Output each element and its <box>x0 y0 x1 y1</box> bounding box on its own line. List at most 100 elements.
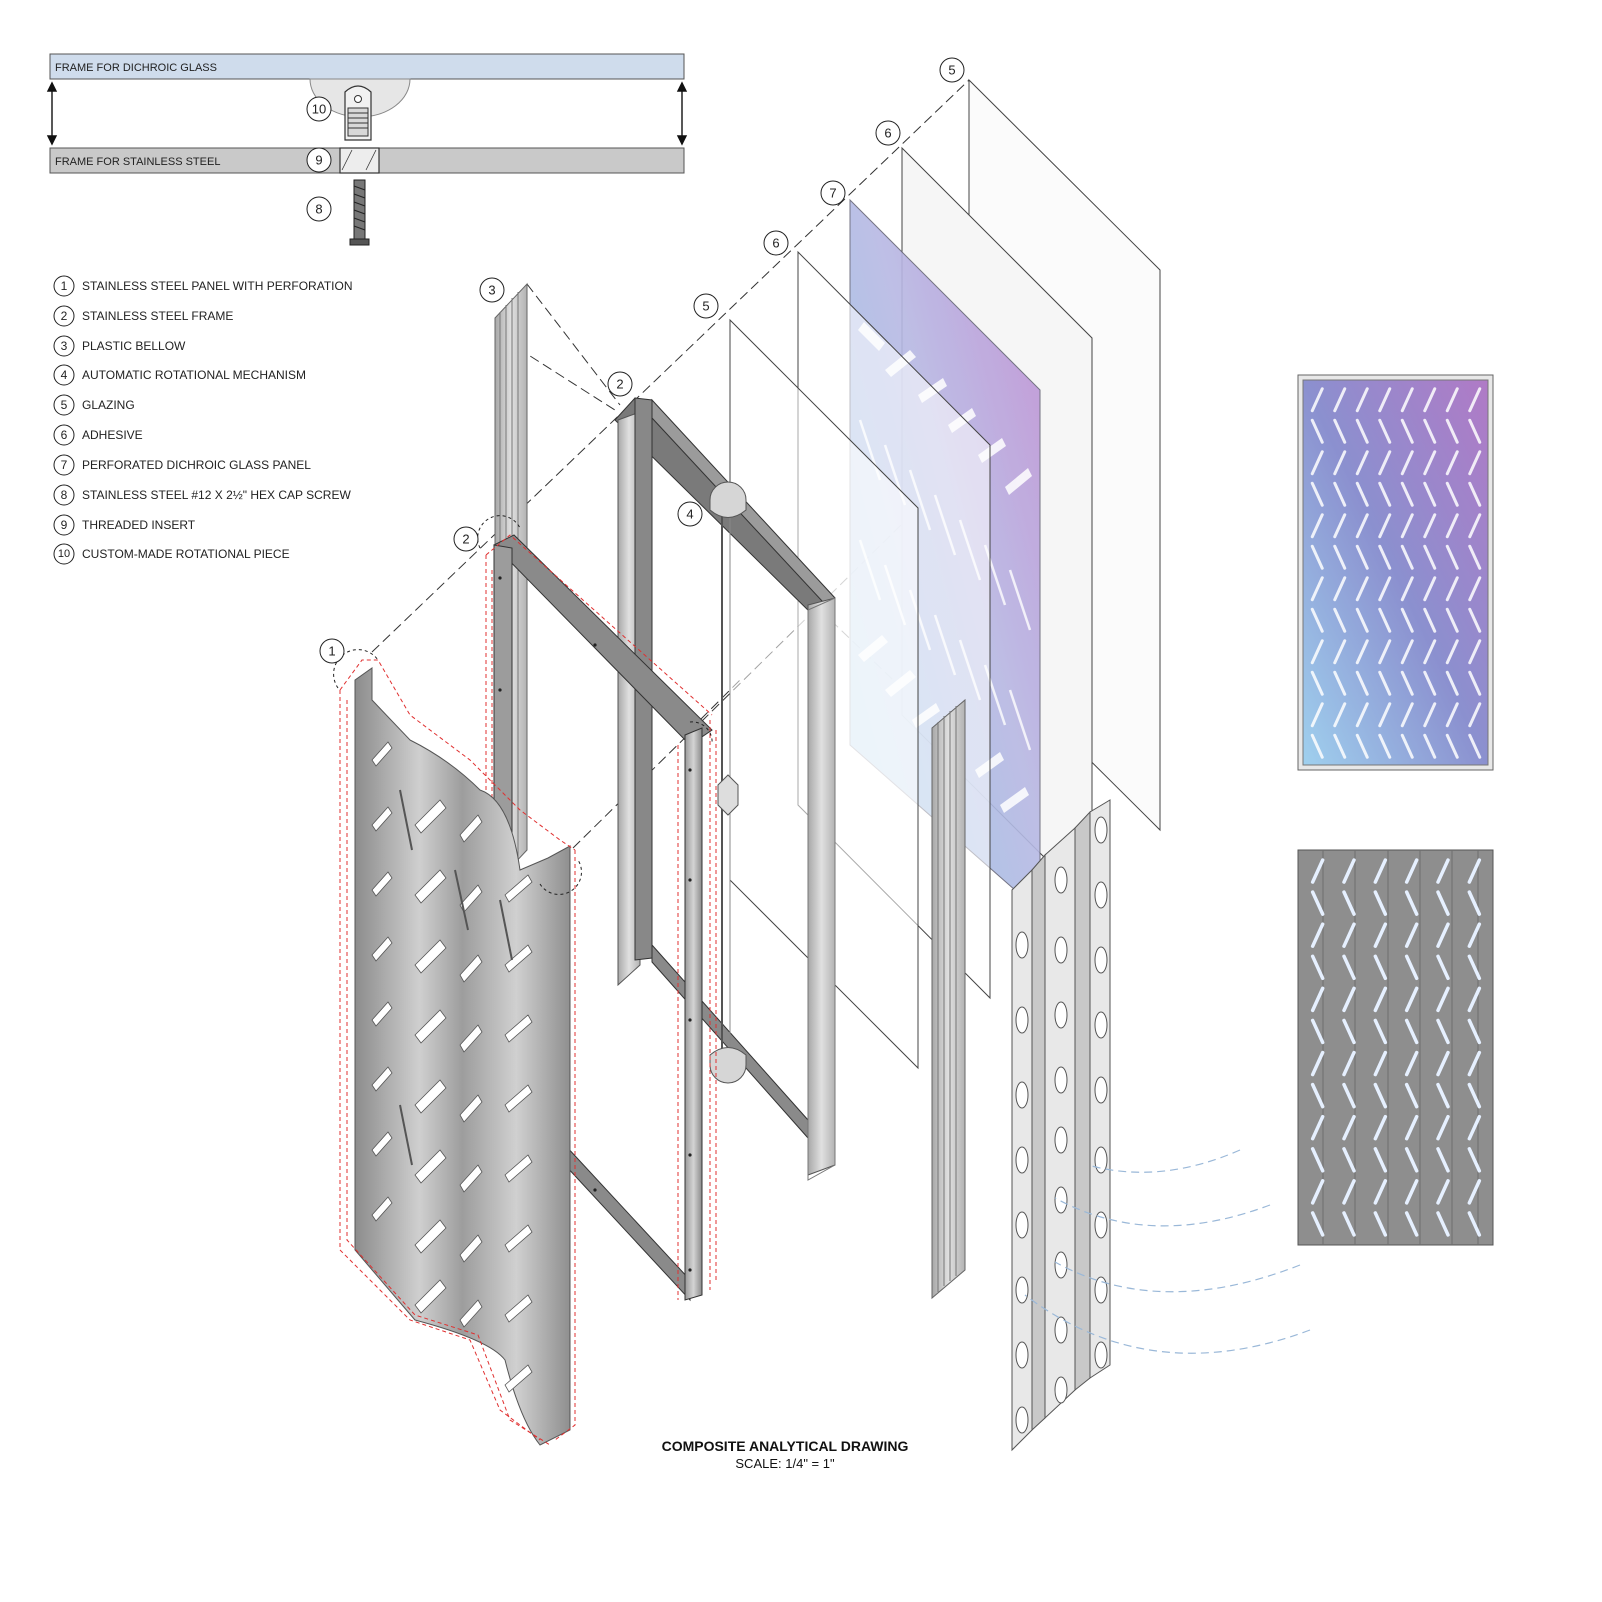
steel-perforation-slot <box>1436 858 1450 884</box>
svg-text:3: 3 <box>61 339 68 353</box>
svg-text:GLAZING: GLAZING <box>82 398 135 412</box>
steel-perforation-slot <box>1342 858 1356 884</box>
steel-perforation-slot <box>1342 954 1356 981</box>
steel-perforation-slot <box>1342 1082 1356 1109</box>
callout-adhesive-front: 6 <box>763 230 789 256</box>
callout-rotation-mechanism: 4 <box>677 501 703 527</box>
dichroic-perforation-slot <box>1468 670 1482 696</box>
steel-perforation-slot <box>1373 954 1388 981</box>
dichroic-perforation-slot <box>1310 733 1324 759</box>
dichroic-perforation-slot <box>1333 607 1347 633</box>
steel-perforation-slot <box>1310 858 1325 884</box>
steel-perforation-slot <box>1436 1082 1450 1109</box>
dichroic-perforation-slot <box>1468 639 1482 665</box>
callout-frame-rear: 2 <box>607 371 633 397</box>
steel-perforation-slot <box>1404 986 1419 1013</box>
dichroic-perforation-slot <box>1468 513 1482 539</box>
svg-text:4: 4 <box>686 507 693 522</box>
callout-adhesive-back: 6 <box>875 120 901 146</box>
steel-perforation-slot <box>1467 1050 1482 1077</box>
dichroic-perforation-slot <box>1445 387 1459 413</box>
dichroic-perforation-slot <box>1423 733 1437 759</box>
dichroic-perforation-slot <box>1445 450 1459 476</box>
steel-perforation-slot <box>1310 1179 1325 1205</box>
dichroic-perforation-slot <box>1400 607 1414 633</box>
steel-perforation-slot <box>1310 1050 1325 1077</box>
dichroic-perforation-slot <box>1445 639 1459 665</box>
dichroic-perforation-slot <box>1445 670 1459 696</box>
dichroic-perforation-slot <box>1400 450 1414 476</box>
dichroic-perforation-slot <box>1445 702 1459 728</box>
dichroic-perforation-slot <box>1400 513 1414 539</box>
steel-perforation-slot <box>1436 1114 1450 1141</box>
dichroic-perforation-slot <box>1333 670 1347 696</box>
svg-text:7: 7 <box>829 186 836 201</box>
dichroic-perforation-slot <box>1378 418 1392 444</box>
dichroic-perforation-slot <box>1310 607 1324 633</box>
dichroic-perforation-slot <box>1378 733 1392 759</box>
detail-callout-10: 10 <box>306 96 332 122</box>
dichroic-perforation-slot <box>1445 733 1459 759</box>
dichroic-perforation-slot <box>1400 576 1414 602</box>
dichroic-perforation-slot <box>1310 702 1324 728</box>
dichroic-perforation-slot <box>1355 387 1369 413</box>
svg-text:10: 10 <box>58 548 70 560</box>
dichroic-perforation-slot <box>1445 576 1459 602</box>
dichroic-perforation-slot <box>1333 544 1347 570</box>
svg-text:AUTOMATIC ROTATIONAL MECHANISM: AUTOMATIC ROTATIONAL MECHANISM <box>82 368 306 382</box>
steel-perforation-slot <box>1342 1018 1356 1045</box>
svg-text:THREADED INSERT: THREADED INSERT <box>82 518 196 532</box>
stainless-frame-label: FRAME FOR STAINLESS STEEL <box>55 156 220 168</box>
dichroic-perforation-slot <box>1333 702 1347 728</box>
dichroic-perforation-slot <box>1378 544 1392 570</box>
dichroic-frame-label: FRAME FOR DICHROIC GLASS <box>55 62 217 74</box>
steel-perforation-slot <box>1404 1050 1419 1077</box>
steel-perforation-slot <box>1342 1179 1356 1205</box>
svg-text:PLASTIC BELLOW: PLASTIC BELLOW <box>82 339 186 353</box>
steel-perforation-slot <box>1467 922 1482 948</box>
dichroic-perforation-slot <box>1468 450 1482 476</box>
steel-perforation-slot <box>1310 922 1325 948</box>
folded-perforated-panel-right <box>1011 799 1111 1452</box>
dichroic-perforation-slot <box>1333 481 1347 507</box>
dichroic-panel-elevation <box>1297 374 1494 771</box>
legend: 1 STAINLESS STEEL PANEL WITH PERFORATION… <box>53 275 353 565</box>
dichroic-perforation-slot <box>1378 639 1392 665</box>
dichroic-perforation-slot <box>1355 544 1369 570</box>
steel-perforation-slot <box>1310 1211 1325 1237</box>
steel-perforation-slot <box>1467 1114 1482 1141</box>
steel-perforation-slot <box>1467 890 1482 916</box>
steel-perforation-slot <box>1467 954 1482 981</box>
dichroic-perforation-slot <box>1310 450 1324 476</box>
dichroic-perforation-slot <box>1378 702 1392 728</box>
steel-perforation-slot <box>1310 1018 1325 1045</box>
dichroic-perforation-slot <box>1468 607 1482 633</box>
dichroic-perforation-slot <box>1445 544 1459 570</box>
threaded-insert <box>339 147 380 174</box>
dichroic-perforation-slot <box>1423 513 1437 539</box>
dichroic-perforation-slot <box>1445 481 1459 507</box>
svg-text:5: 5 <box>702 299 709 314</box>
steel-perforation-slot <box>1436 1179 1450 1205</box>
steel-perforation-slot <box>1342 922 1356 948</box>
dichroic-perforation-slot <box>1423 481 1437 507</box>
dichroic-perforation-slot <box>1355 733 1369 759</box>
svg-text:5: 5 <box>948 63 955 78</box>
dichroic-perforation-slot <box>1355 481 1369 507</box>
steel-perforation-slot <box>1373 890 1388 916</box>
steel-perforation-slot <box>1342 1114 1356 1141</box>
svg-text:10: 10 <box>312 102 326 117</box>
dichroic-perforation-slot <box>1333 576 1347 602</box>
steel-perforation-slot <box>1436 1050 1450 1077</box>
dichroic-perforation-slot <box>1310 576 1324 602</box>
dichroic-perforation-slot <box>1355 639 1369 665</box>
steel-perforation-slot <box>1342 986 1356 1013</box>
steel-perforation-slot <box>1436 922 1450 948</box>
steel-perforation-slot <box>1436 1147 1450 1173</box>
connection-detail: FRAME FOR DICHROIC GLASS FRAME FOR STAIN… <box>46 53 688 246</box>
steel-perforation-slot <box>1404 954 1419 981</box>
dichroic-perforation-slot <box>1468 544 1482 570</box>
